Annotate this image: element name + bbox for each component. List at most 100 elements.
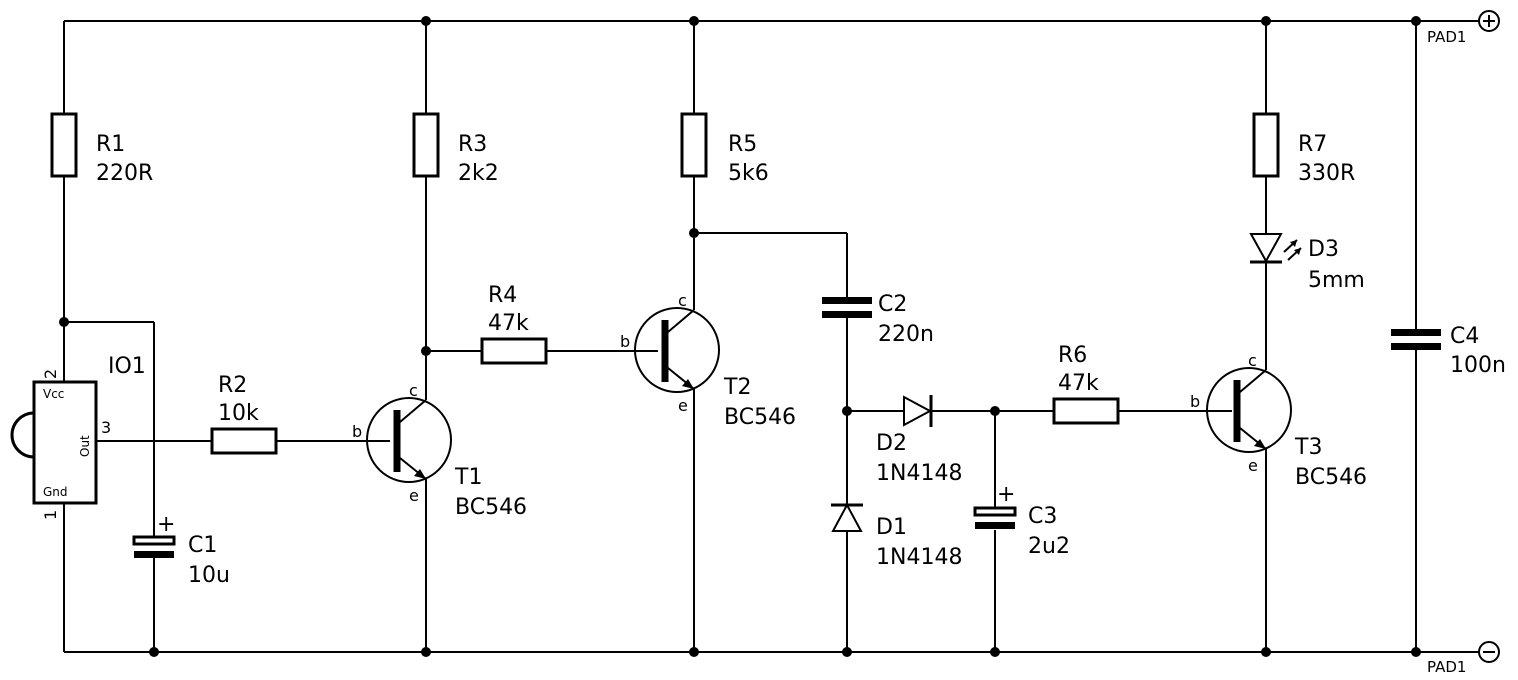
transistor-t1: b c e T1 BC546	[352, 381, 527, 520]
transistor-t1-emitter-arrow	[414, 469, 426, 479]
diode-d1-ref: D1	[876, 515, 907, 540]
capacitor-c1: + C1 10u	[132, 512, 230, 588]
capacitor-c4: C4 100n	[1391, 324, 1506, 378]
ir-receiver-lens-icon	[10, 411, 35, 459]
diode-d2-triangle	[903, 395, 933, 427]
capacitor-c1-ref: C1	[188, 533, 217, 558]
diode-d1-value: 1N4148	[876, 545, 962, 570]
capacitor-c2: C2 220n	[822, 292, 934, 347]
pad-positive-label: PAD1	[1427, 28, 1466, 46]
transistor-t3-pin-e: e	[1248, 456, 1258, 475]
transistor-t3-envelope	[1206, 367, 1292, 453]
junction-dot	[1411, 16, 1421, 26]
pad-negative: PAD1	[1427, 641, 1500, 676]
diode-d2: D2 1N4148	[876, 395, 962, 486]
plus-circle-icon	[1478, 10, 1500, 32]
resistor-r5-ref: R5	[728, 132, 757, 157]
diode-d1-triangle	[831, 502, 863, 532]
ir-receiver-vcc-label: Vcc	[43, 387, 64, 401]
junction-dots	[59, 16, 1421, 657]
junction-dot	[421, 346, 431, 356]
transistor-t3-emitter-arrow	[1254, 439, 1266, 449]
pad-positive: PAD1	[1427, 10, 1500, 46]
junction-dot	[689, 228, 699, 238]
transistor-t1-pin-b: b	[352, 422, 362, 441]
transistor-t1-value: BC546	[455, 495, 527, 520]
junction-dot	[421, 647, 431, 657]
ir-receiver-gnd-label: Gnd	[43, 485, 68, 499]
junction-dot	[842, 647, 852, 657]
junction-dot	[990, 406, 1000, 416]
junction-dot	[59, 317, 69, 327]
capacitor-c3-ref: C3	[1028, 504, 1057, 529]
resistor-r1-ref: R1	[96, 132, 125, 157]
resistor-r2: R2 10k	[210, 373, 278, 455]
resistor-r4: R4 47k	[480, 283, 548, 365]
capacitor-c2-plate	[822, 311, 872, 318]
resistor-r2-body	[210, 427, 278, 455]
junction-dot	[1261, 647, 1271, 657]
resistor-r3: R3 2k2	[412, 112, 499, 186]
capacitor-c4-plate	[1391, 343, 1441, 350]
led-emission-arrows-icon	[1283, 239, 1302, 261]
transistor-t3-collector-lead	[1239, 369, 1267, 393]
transistor-t3-value: BC546	[1295, 465, 1367, 490]
transistor-t1-collector-lead	[399, 399, 427, 423]
transistor-t3-ref: T3	[1294, 435, 1322, 460]
transistor-t2-value: BC546	[724, 405, 796, 430]
transistor-t1-envelope	[366, 397, 452, 483]
diode-d2-value: 1N4148	[876, 461, 962, 486]
capacitor-c1-plate-positive	[132, 535, 176, 546]
transistor-t1-pin-c: c	[409, 381, 418, 400]
resistor-r1: R1 220R	[50, 112, 153, 186]
wires	[63, 20, 1479, 653]
pad-negative-label: PAD1	[1427, 658, 1466, 676]
ir-receiver-pin-vcc: 2	[41, 369, 60, 379]
resistor-r7-value: 330R	[1298, 161, 1355, 186]
transistor-t1-ref: T1	[454, 465, 482, 490]
resistor-r7-body	[1252, 112, 1280, 178]
resistor-r6-ref: R6	[1058, 343, 1087, 368]
ir-receiver-io1: Vcc Gnd Out 2 3 1 IO1	[10, 354, 146, 520]
resistor-r4-value: 47k	[488, 311, 529, 336]
resistor-r3-value: 2k2	[458, 161, 499, 186]
resistor-r7-ref: R7	[1298, 132, 1327, 157]
transistor-t3: b c e T3 BC546	[1190, 351, 1367, 490]
junction-dot	[689, 16, 699, 26]
junction-dot	[689, 647, 699, 657]
resistor-r7: R7 330R	[1252, 112, 1355, 186]
capacitor-c3: + C3 2u2	[973, 482, 1070, 559]
capacitor-c4-value: 100n	[1450, 353, 1506, 378]
diode-d1: D1 1N4148	[831, 502, 962, 570]
led-d3-triangle	[1249, 233, 1283, 264]
diode-d2-ref: D2	[876, 431, 907, 456]
resistor-r1-body	[50, 112, 78, 178]
transistor-t3-pin-b: b	[1190, 392, 1200, 411]
resistor-r6: R6 47k	[1052, 343, 1120, 425]
capacitor-c1-value: 10u	[188, 563, 230, 588]
ir-receiver-io1-ref: IO1	[108, 354, 146, 379]
junction-dot	[1261, 16, 1271, 26]
capacitor-c2-ref: C2	[878, 292, 907, 317]
transistor-t2-pin-c: c	[678, 291, 687, 310]
transistor-t2-pin-b: b	[620, 332, 630, 351]
ir-receiver-pin-gnd: 1	[41, 510, 60, 520]
minus-circle-icon	[1478, 641, 1500, 663]
transistor-t2-envelope	[634, 307, 720, 393]
led-d3: D3 5mm	[1249, 233, 1365, 293]
capacitor-c2-value: 220n	[878, 322, 934, 347]
junction-dot	[1411, 647, 1421, 657]
junction-dot	[421, 16, 431, 26]
capacitor-c3-plus: +	[997, 482, 1015, 507]
junction-dot	[149, 647, 159, 657]
capacitor-c3-plate-negative	[975, 522, 1015, 529]
junction-dot	[842, 406, 852, 416]
resistor-r5: R5 5k6	[680, 112, 769, 186]
transistor-t2-pin-e: e	[678, 396, 688, 415]
capacitor-c1-plate-negative	[134, 551, 174, 558]
resistor-r2-ref: R2	[218, 373, 247, 398]
resistor-r4-ref: R4	[488, 283, 517, 308]
transistor-t2: b c e T2 BC546	[620, 291, 796, 430]
transistor-t1-pin-e: e	[409, 486, 419, 505]
